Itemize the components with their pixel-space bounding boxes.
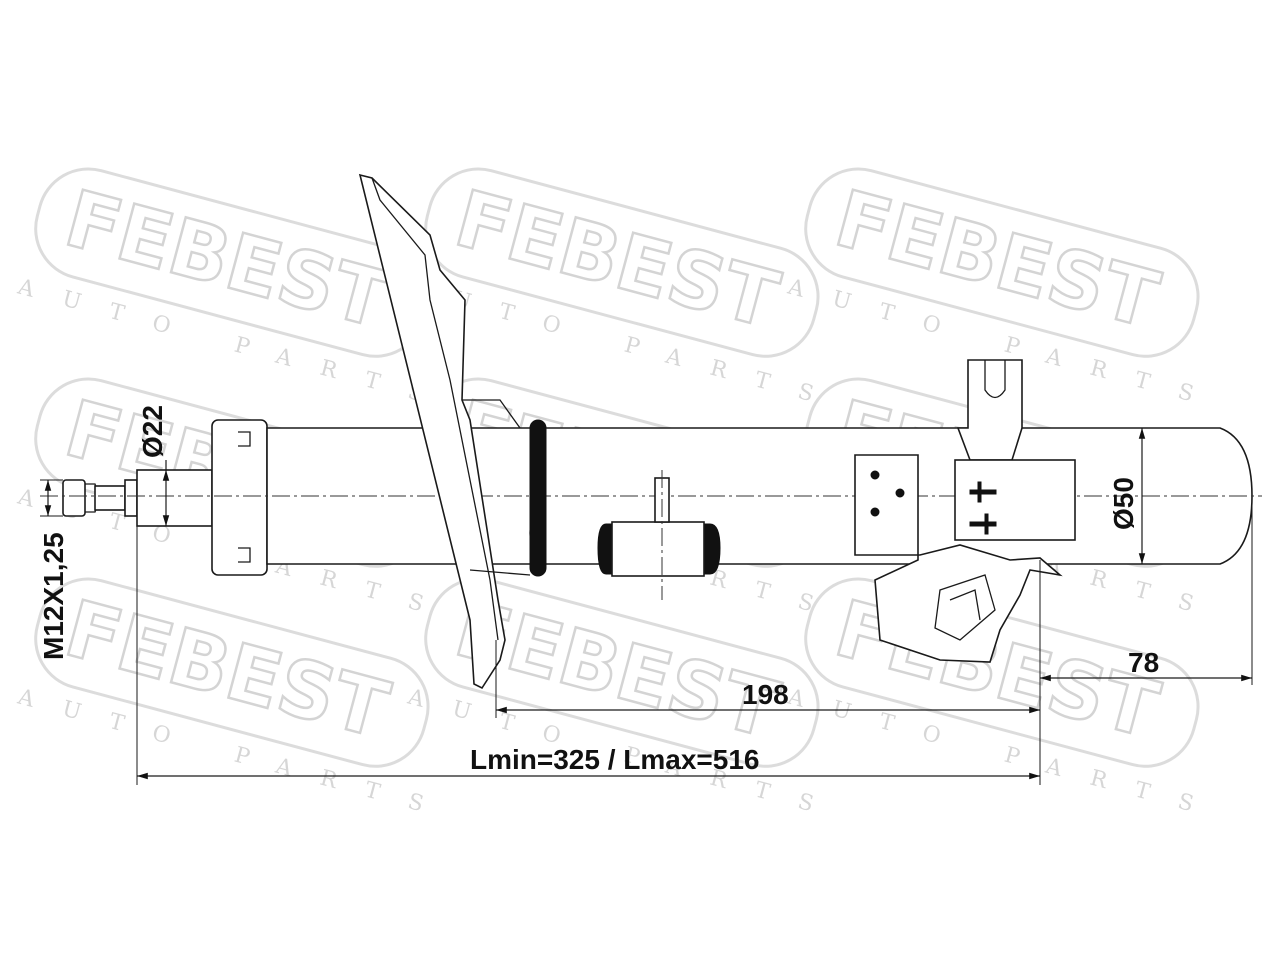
bump-stop-ring [529,419,547,577]
brake-line-clip [597,470,721,600]
body-diameter-dimension: Ø50 [1108,428,1146,564]
top-mount [211,419,268,576]
mount-length-label: 198 [742,679,789,710]
overall-length-label: Lmin=325 / Lmax=516 [470,744,760,775]
spring-seat-bracket [358,173,531,690]
piston-rod [136,469,213,527]
knuckle-bracket [854,454,1063,663]
rod-diameter-dimension: Ø22 [137,405,170,526]
bracket-offset-dimension: 78 [1040,500,1253,685]
thread-label: M12X1,25 [38,532,69,660]
thread-dimension: M12X1,25 [38,479,69,660]
bracket-offset-label: 78 [1128,647,1159,678]
overall-length-dimension: Lmin=325 / Lmax=516 [136,516,1040,785]
mount-length-dimension: 198 [495,560,1041,785]
threaded-stud [62,479,138,517]
body-diameter-label: Ø50 [1108,477,1139,530]
sensor-bracket [954,359,1076,541]
rod-diameter-label: Ø22 [137,405,168,458]
